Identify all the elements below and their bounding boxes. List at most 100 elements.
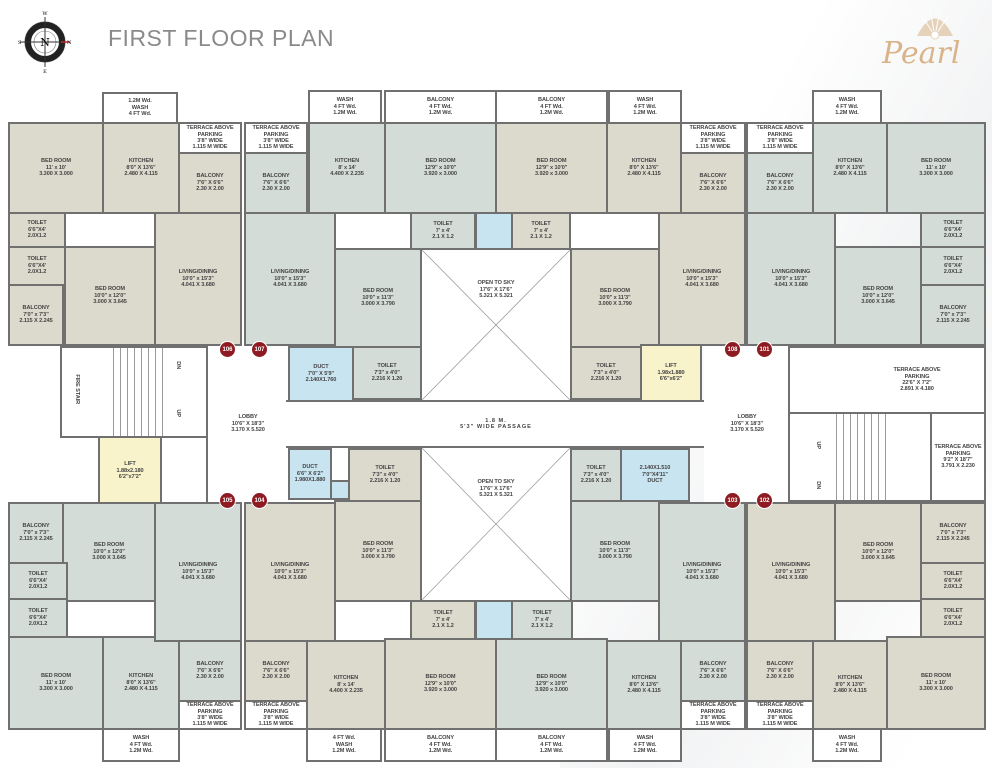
toilet: TOILET 7'3" x 4'0" 2.216 X 1.20 bbox=[348, 448, 422, 502]
room-label: KITCHEN 8'0" X 13'6" 2.480 X 4.115 bbox=[627, 675, 661, 695]
unit-number-badge: 102 bbox=[756, 492, 773, 509]
toilet: TOILET 7' x 4' 2.1 X 1.2 bbox=[511, 600, 573, 640]
bedroom: BED ROOM 11' x 10' 3.300 X 3.000 bbox=[8, 122, 104, 214]
room-label: TERRACE ABOVE PARKING 9'2" X 18'7" 3.791… bbox=[934, 444, 982, 470]
room-label: TOILET 7'3" x 4'0" 2.216 X 1.20 bbox=[580, 465, 612, 485]
terrace-above-parking: TERRACE ABOVE PARKING 3'8" WIDE 1.115 M … bbox=[746, 122, 814, 154]
room-label: DUCT 6'6" X 6'2" 1.980X1.880 bbox=[294, 464, 326, 484]
room-label: OPEN TO SKY 17'6" X 17'6" 5.321 X 5.321 bbox=[477, 479, 515, 499]
room-label: TOILET 6'6"X4' 2.0X1.2 bbox=[943, 256, 963, 276]
bedroom: BED ROOM 10'0" x 12'0" 3.000 X 3.645 bbox=[62, 502, 156, 602]
room-label: BED ROOM 10'0" x 11'3" 3.000 X 3.790 bbox=[361, 288, 395, 308]
kitchen: KITCHEN 8'0" X 13'6" 2.480 X 4.115 bbox=[812, 122, 888, 214]
room-label: TERRACE ABOVE PARKING 3'8" WIDE 1.115 M … bbox=[186, 702, 234, 728]
room-label: LOBBY 10'6" X 18'3" 3.170 X 5.520 bbox=[730, 414, 764, 434]
room-label: LIFT 1.88x2.180 6'2"x7'2" bbox=[116, 461, 144, 481]
room-label: LIVING/DINING 10'0" x 15'3" 4.041 X 3.68… bbox=[682, 269, 722, 289]
room-label: WASH 4 FT Wd. 1.2M Wd. bbox=[633, 97, 657, 117]
room-label: BALCONY 7'6" X 6'6" 2.30 X 2.00 bbox=[262, 661, 290, 681]
bedroom: BED ROOM 12'9" x 10'0" 3.920 x 3.000 bbox=[495, 638, 608, 730]
balcony: BALCONY 4 FT Wd. 1.2M Wd. bbox=[384, 90, 497, 124]
toilet: TOILET 6'6"X4' 2.0X1.2 bbox=[920, 562, 986, 600]
room-label: LIVING/DINING 10'0" x 15'3" 4.041 X 3.68… bbox=[771, 562, 811, 582]
toilet: TOILET 6'6"X4' 2.0X1.2 bbox=[8, 212, 66, 248]
kitchen: KITCHEN 8' x 14' 4.400 X 2.235 bbox=[308, 122, 386, 214]
bedroom: BED ROOM 12'9" x 10'0" 3.920 x 3.000 bbox=[495, 122, 608, 214]
room-label: OPEN TO SKY 17'6" X 17'6" 5.321 X 5.321 bbox=[477, 280, 515, 300]
room-label: DUCT 7'0" X 5'9" 2.140X1.760 bbox=[305, 364, 337, 384]
room-label: TOILET 6'6"X4' 2.0X1.2 bbox=[943, 608, 963, 628]
balcony: BALCONY 7'0" x 7'3" 2.115 X 2.245 bbox=[8, 502, 64, 564]
toilet: TOILET 7'3" x 4'0" 2.216 X 1.20 bbox=[570, 346, 642, 400]
compass-top-letter: W bbox=[42, 11, 48, 17]
room-label: BALCONY 4 FT Wd. 1.2M Wd. bbox=[538, 97, 565, 117]
wash-area: WASH 4 FT Wd. 1.2M Wd. bbox=[102, 728, 180, 762]
room-label: TOILET 6'6"X4' 2.0X1.2 bbox=[943, 571, 963, 591]
balcony: BALCONY 7'0" x 7'3" 2.115 X 2.245 bbox=[920, 502, 986, 564]
room-label: BALCONY 7'6" X 6'6" 2.30 X 2.00 bbox=[766, 173, 794, 193]
room-label: TOILET 7' x 4' 2.1 X 1.2 bbox=[530, 221, 552, 241]
compass-right-letter: N bbox=[67, 40, 72, 46]
room-label: BED ROOM 12'9" x 10'0" 3.920 x 3.000 bbox=[424, 158, 457, 178]
room-label: KITCHEN 8' x 14' 4.400 X 2.235 bbox=[329, 675, 363, 695]
toilet: TOILET 7'3" x 4'0" 2.216 X 1.20 bbox=[570, 448, 622, 502]
room-label: TOILET 6'6"X4' 2.0X1.2 bbox=[28, 571, 48, 591]
terrace-above-parking: TERRACE ABOVE PARKING 3'8" WIDE 1.115 M … bbox=[680, 700, 746, 730]
room-label: LIVING/DINING 10'0" x 15'3" 4.041 X 3.68… bbox=[270, 562, 310, 582]
open-to-sky-cross-icon bbox=[422, 448, 570, 600]
room-label: BED ROOM 10'0" x 11'3" 3.000 X 3.790 bbox=[361, 541, 395, 561]
balcony: BALCONY 7'6" X 6'6" 2.30 X 2.00 bbox=[244, 152, 308, 214]
balcony: BALCONY 4 FT Wd. 1.2M Wd. bbox=[384, 728, 497, 762]
room-label: LIVING/DINING 10'0" x 15'3" 4.041 X 3.68… bbox=[682, 562, 722, 582]
terrace-above-parking: TERRACE ABOVE PARKING 22'6" X 7'2" 2.891… bbox=[788, 346, 986, 414]
room-label: WASH 4 FT Wd. 1.2M Wd. bbox=[333, 97, 357, 117]
terrace-above-parking: TERRACE ABOVE PARKING 3'8" WIDE 1.115 M … bbox=[178, 122, 242, 154]
room-label: WASH 4 FT Wd. 1.2M Wd. bbox=[835, 97, 859, 117]
toilet: TOILET 6'6"X4' 2.0X1.2 bbox=[8, 246, 66, 286]
unit-number-badge: 103 bbox=[724, 492, 741, 509]
kitchen: KITCHEN 8'0" X 13'6" 2.480 X 4.115 bbox=[606, 122, 682, 214]
room-label: WASH 4 FT Wd. 1.2M Wd. bbox=[835, 735, 859, 755]
room-label: BED ROOM 12'9" x 10'0" 3.920 x 3.000 bbox=[535, 674, 568, 694]
room-label: TOILET 6'6"X4' 2.0X1.2 bbox=[943, 220, 963, 240]
bedroom: BED ROOM 10'0" x 12'0" 3.000 X 3.645 bbox=[64, 246, 156, 346]
balcony: BALCONY 7'6" X 6'6" 2.30 X 2.00 bbox=[680, 152, 746, 214]
bedroom: BED ROOM 12'9" x 10'0" 3.920 x 3.000 bbox=[384, 638, 497, 730]
wash-area: WASH 4 FT Wd. 1.2M Wd. bbox=[812, 728, 882, 762]
pearl-logo-text: Pearl bbox=[882, 36, 961, 71]
room-label: BED ROOM 11' x 10' 3.300 X 3.000 bbox=[39, 673, 73, 693]
room-label: 2.140X1.510 7'0"X4'11" DUCT bbox=[639, 465, 671, 485]
passage: 1.8 M. 5'3" WIDE PASSAGE bbox=[286, 400, 706, 448]
terrace-above-parking: TERRACE ABOVE PARKING 3'8" WIDE 1.115 M … bbox=[178, 700, 242, 730]
unit-number-badge: 107 bbox=[251, 341, 268, 358]
room-label: WASH 4 FT Wd. 1.2M Wd. bbox=[633, 735, 657, 755]
terrace-above-parking: TERRACE ABOVE PARKING 3'8" WIDE 1.115 M … bbox=[244, 700, 308, 730]
stair: UP DN bbox=[788, 412, 932, 502]
toilet: TOILET 6'6"X4' 2.0X1.2 bbox=[8, 562, 68, 600]
room-label: BED ROOM 12'9" x 10'0" 3.920 x 3.000 bbox=[424, 674, 457, 694]
kitchen: KITCHEN 8' x 14' 4.400 X 2.235 bbox=[306, 640, 386, 730]
balcony: BALCONY 7'6" X 6'6" 2.30 X 2.00 bbox=[178, 152, 242, 214]
stair-treads bbox=[107, 348, 165, 436]
room-label: BALCONY 7'6" X 6'6" 2.30 X 2.00 bbox=[699, 173, 727, 193]
room-label: BALCONY 7'0" x 7'3" 2.115 X 2.245 bbox=[936, 305, 970, 325]
terrace-above-parking: TERRACE ABOVE PARKING 3'8" WIDE 1.115 M … bbox=[746, 700, 814, 730]
room-label: TOILET 7' x 4' 2.1 X 1.2 bbox=[531, 610, 553, 630]
room-label: TERRACE ABOVE PARKING 3'8" WIDE 1.115 M … bbox=[186, 125, 234, 151]
room-label: BED ROOM 11' x 10' 3.300 X 3.000 bbox=[39, 158, 73, 178]
room-label: BED ROOM 10'0" x 12'0" 3.000 X 3.645 bbox=[92, 542, 126, 562]
terrace-above-parking: TERRACE ABOVE PARKING 9'2" X 18'7" 3.791… bbox=[930, 412, 986, 502]
living-dining: LIVING/DINING 10'0" x 15'3" 4.041 X 3.68… bbox=[658, 502, 746, 642]
toilet: TOILET 6'6"X4' 2.0X1.2 bbox=[920, 246, 986, 286]
room-label: BED ROOM 10'0" x 12'0" 3.000 X 3.645 bbox=[861, 542, 895, 562]
fire-stair-label: FIRE STAIR bbox=[74, 374, 81, 405]
bedroom: BED ROOM 12'9" x 10'0" 3.920 x 3.000 bbox=[384, 122, 497, 214]
room-label: LIVING/DINING 10'0" x 15'3" 4.041 X 3.68… bbox=[270, 269, 310, 289]
balcony: BALCONY 7'6" X 6'6" 2.30 X 2.00 bbox=[178, 640, 242, 702]
room-label: 1.2M Wd. WASH 4 FT Wd. bbox=[128, 98, 152, 118]
wash-area: WASH 4 FT Wd. 1.2M Wd. bbox=[608, 728, 682, 762]
room-label: LOBBY 10'6" X 18'3" 3.170 X 5.520 bbox=[231, 414, 265, 434]
toilet: TOILET 7' x 4' 2.1 X 1.2 bbox=[511, 212, 571, 250]
compass-left-letter: S bbox=[18, 40, 22, 46]
